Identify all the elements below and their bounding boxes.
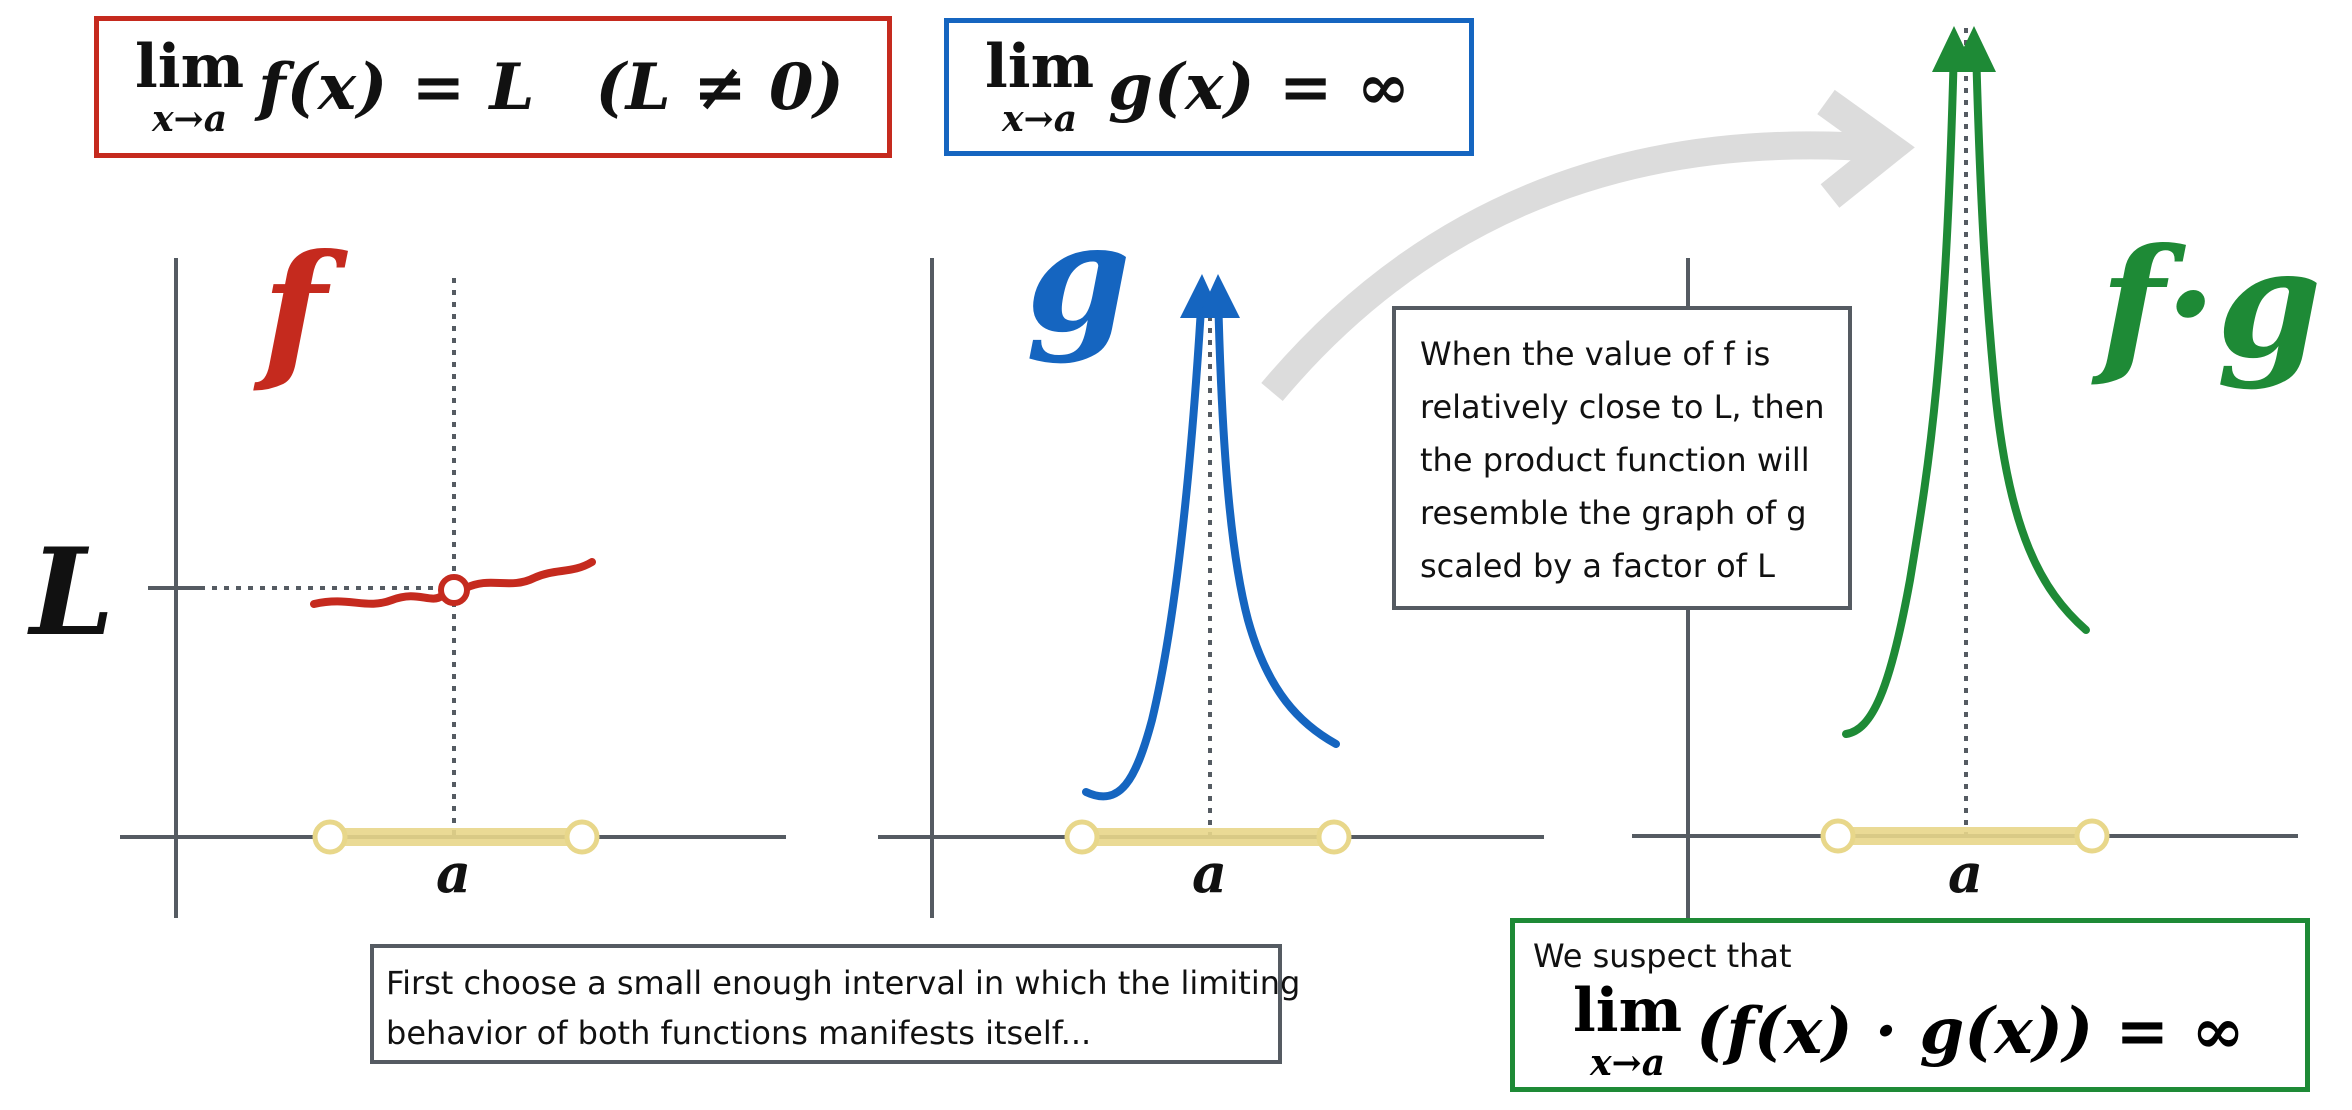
note-line: relatively close to L, then: [1420, 388, 1825, 426]
note-line: When the value of f is: [1420, 335, 1771, 373]
note-line: scaled by a factor of L: [1420, 547, 1775, 585]
f-label: f: [253, 222, 348, 398]
panel-g: g a: [878, 190, 1544, 918]
transition-arrow: [1261, 131, 1882, 401]
fg-arrowhead-right: [1952, 26, 1996, 72]
a-label: a: [1192, 841, 1227, 905]
interval-right-endpoint: [1316, 819, 1352, 855]
g-arrowhead-right: [1198, 274, 1240, 318]
a-label: a: [436, 841, 471, 905]
limit-operator: lim x→a: [985, 32, 1095, 140]
conclusion-expression: (f(x) · g(x)) = ∞: [1696, 993, 2245, 1069]
explanation-note: When the value of f is relatively close …: [1392, 306, 1852, 610]
fg-label: f·g: [2091, 216, 2322, 392]
interval-note: First choose a small enough interval in …: [370, 944, 1301, 1064]
limit-operator: lim x→a: [1573, 976, 1683, 1084]
note-line: First choose a small enough interval in …: [386, 964, 1301, 1002]
limit-f-condition: (L ≠ 0): [595, 49, 844, 125]
g-right-branch: [1214, 288, 1340, 748]
limit-g-box: lim x→a g(x) = ∞: [944, 18, 1474, 156]
fg-right-branch: [1972, 42, 2090, 634]
conclusion-box: We suspect that lim x→a (f(x) · g(x)) = …: [1510, 918, 2310, 1092]
transition-arrowhead: [1817, 89, 1915, 208]
f-curve: [462, 558, 596, 592]
removable-point: [438, 574, 470, 606]
interval-right-endpoint: [2074, 818, 2110, 854]
f-curve: [310, 592, 446, 608]
conclusion-formula: lim x→a (f(x) · g(x)) = ∞: [1573, 981, 2287, 1081]
interval-left-endpoint: [312, 819, 348, 855]
note-line: behavior of both functions manifests its…: [386, 1014, 1092, 1052]
limit-operator: lim x→a: [135, 32, 245, 140]
fg-left-branch: [1842, 42, 1958, 738]
interval-right-endpoint: [564, 819, 600, 855]
interval-left-endpoint: [1820, 818, 1856, 854]
interval-left-endpoint: [1064, 819, 1100, 855]
conclusion-intro: We suspect that: [1533, 937, 1792, 975]
panel-f: f L a: [27, 222, 786, 918]
limit-f-box: lim x→a f(x) = L (L ≠ 0): [94, 16, 892, 158]
a-label: a: [1948, 841, 1983, 905]
g-left-branch: [1082, 288, 1206, 801]
limit-g-expression: g(x) = ∞: [1108, 49, 1412, 125]
note-line: the product function will: [1420, 441, 1810, 479]
L-label: L: [27, 522, 114, 663]
limit-f-expression: f(x) = L: [258, 49, 536, 125]
g-label: g: [1026, 190, 1131, 366]
note-line: resemble the graph of g: [1420, 494, 1807, 532]
